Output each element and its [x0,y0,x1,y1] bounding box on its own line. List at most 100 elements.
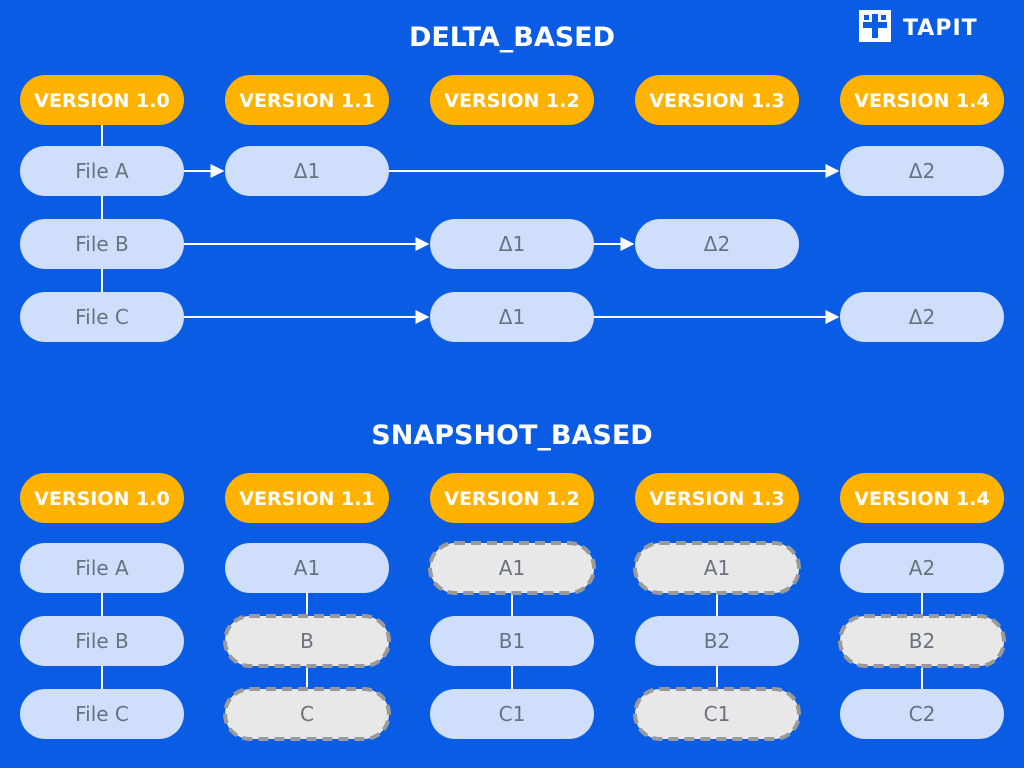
snapshot-file-node-3-0: A1 [633,541,801,595]
delta-change-node-2: Δ1 [430,219,594,269]
delta-change-node-0: Δ1 [225,146,389,196]
delta-change-node-5-shape [840,292,1004,342]
snapshot-version-pill-3-label: VERSION 1.3 [649,488,784,510]
delta-change-node-1-shape [840,146,1004,196]
delta-change-node-5-label: Δ2 [909,305,935,329]
delta-change-node-2-shape [430,219,594,269]
snapshot-file-node-0-1: File B [20,616,184,666]
delta-file-node-2-shape [20,292,184,342]
snapshot-file-node-1-0-label: A1 [294,556,320,580]
snapshot-file-node-1-1-label: B [300,629,314,653]
snapshot-version-pill-2-shape [430,473,594,523]
snapshot-version-pill-4-label: VERSION 1.4 [854,488,989,510]
snapshot-version-pill-3: VERSION 1.3 [635,473,799,523]
snapshot-file-node-1-2-label: C [300,702,314,726]
delta-version-pill-0-shape [20,75,184,125]
snapshot-version-pill-1: VERSION 1.1 [225,473,389,523]
snapshot-file-node-3-2-label: C1 [704,702,731,726]
snapshot-file-node-4-2-shape [840,689,1004,739]
snapshot-file-node-3-1: B2 [635,616,799,666]
delta-version-pill-2-label: VERSION 1.2 [444,90,579,112]
delta-file-node-2-label: File C [75,305,129,329]
delta-version-pill-2: VERSION 1.2 [430,75,594,125]
snapshot-section-title: SNAPSHOT_BASED [371,420,652,451]
snapshot-version-pill-1-shape [225,473,389,523]
snapshot-file-node-2-2-label: C1 [499,702,526,726]
snapshot-file-node-4-1-shape [838,614,1006,668]
snapshot-version-pill-4-shape [840,473,1004,523]
snapshot-file-node-1-1: B [223,614,391,668]
delta-file-node-0: File A [20,146,184,196]
snapshot-file-node-0-0: File A [20,543,184,593]
delta-section: VERSION 1.0 VERSION 1.1 VERSION 1.2 VERSION… [20,75,1004,342]
snapshot-file-node-2-0-shape [428,541,596,595]
snapshot-file-node-3-1-label: B2 [704,629,730,653]
snapshot-file-node-4-1-label: B2 [909,629,935,653]
delta-version-pill-3-shape [635,75,799,125]
delta-change-node-4-label: Δ1 [499,305,525,329]
snapshot-file-node-0-2-shape [20,689,184,739]
delta-version-pill-4-label: VERSION 1.4 [854,90,989,112]
snapshot-file-node-1-2: C [223,687,391,741]
snapshot-file-node-3-2-shape [633,687,801,741]
snapshot-file-node-2-2-shape [430,689,594,739]
snapshot-file-node-0-0-label: File A [75,556,129,580]
snapshot-file-node-4-2-label: C2 [909,702,936,726]
snapshot-file-node-2-2: C1 [430,689,594,739]
snapshot-file-node-2-0-label: A1 [499,556,525,580]
delta-version-pill-0-label: VERSION 1.0 [34,90,169,112]
delta-version-pill-1-label: VERSION 1.1 [239,90,374,112]
snapshot-file-node-0-1-label: File B [75,629,129,653]
snapshot-file-node-2-1: B1 [430,616,594,666]
snapshot-file-node-4-1: B2 [838,614,1006,668]
snapshot-version-pill-4: VERSION 1.4 [840,473,1004,523]
delta-change-node-1: Δ2 [840,146,1004,196]
snapshot-version-pill-3-shape [635,473,799,523]
snapshot-file-node-3-0-label: A1 [704,556,730,580]
delta-change-node-1-label: Δ2 [909,159,935,183]
snapshot-file-node-1-0-shape [225,543,389,593]
brand-name: TAPIT [903,16,978,41]
snapshot-file-node-0-0-shape [20,543,184,593]
snapshot-file-node-0-2: File C [20,689,184,739]
delta-file-node-0-shape [20,146,184,196]
delta-change-node-5: Δ2 [840,292,1004,342]
delta-version-pill-0: VERSION 1.0 [20,75,184,125]
snapshot-version-pill-2: VERSION 1.2 [430,473,594,523]
delta-change-node-3-shape [635,219,799,269]
delta-file-node-1-shape [20,219,184,269]
delta-change-node-3: Δ2 [635,219,799,269]
snapshot-version-pill-2-label: VERSION 1.2 [444,488,579,510]
snapshot-file-node-1-0: A1 [225,543,389,593]
delta-section-title: DELTA_BASED [409,22,615,53]
snapshot-file-node-2-0: A1 [428,541,596,595]
snapshot-file-node-3-1-shape [635,616,799,666]
snapshot-file-node-0-2-label: File C [75,702,129,726]
delta-file-node-0-label: File A [75,159,129,183]
snapshot-version-pill-0: VERSION 1.0 [20,473,184,523]
snapshot-file-node-4-0-label: A2 [909,556,935,580]
delta-change-node-3-label: Δ2 [704,232,730,256]
snapshot-version-pill-0-shape [20,473,184,523]
snapshot-file-node-2-1-label: B1 [499,629,525,653]
snapshot-file-node-1-1-shape [223,614,391,668]
snapshot-file-node-2-1-shape [430,616,594,666]
delta-change-node-2-label: Δ1 [499,232,525,256]
snapshot-section: VERSION 1.0 VERSION 1.1 VERSION 1.2 VERSION… [20,473,1006,741]
snapshot-file-node-4-2: C2 [840,689,1004,739]
delta-change-node-0-label: Δ1 [294,159,320,183]
delta-version-pill-4: VERSION 1.4 [840,75,1004,125]
delta-version-pill-3: VERSION 1.3 [635,75,799,125]
snapshot-version-pill-0-label: VERSION 1.0 [34,488,169,510]
snapshot-file-node-1-2-shape [223,687,391,741]
delta-version-pill-1: VERSION 1.1 [225,75,389,125]
tapit-logo-icon [859,10,891,42]
snapshot-file-node-4-0-shape [840,543,1004,593]
delta-file-node-1-label: File B [75,232,129,256]
delta-change-node-4: Δ1 [430,292,594,342]
delta-change-node-0-shape [225,146,389,196]
delta-version-pill-2-shape [430,75,594,125]
snapshot-file-node-4-0: A2 [840,543,1004,593]
delta-change-node-4-shape [430,292,594,342]
